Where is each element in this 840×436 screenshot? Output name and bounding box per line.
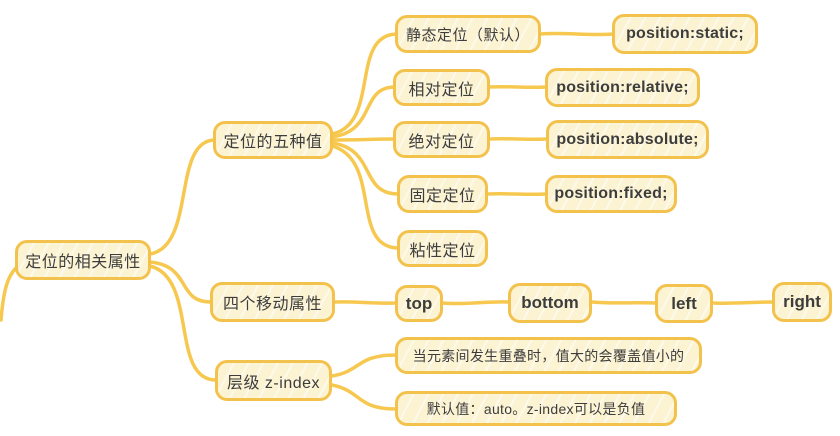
node-z-index-default-note[interactable]: 默认值：auto。z-index可以是负值 xyxy=(395,391,677,426)
connector xyxy=(590,300,658,305)
connector xyxy=(330,85,396,139)
node-positioning-properties[interactable]: 定位的相关属性 xyxy=(15,240,151,280)
connector xyxy=(330,141,400,196)
connector xyxy=(330,144,400,250)
node-four-offset-properties[interactable]: 四个移动属性 xyxy=(210,282,335,322)
connector xyxy=(488,136,549,142)
node-code-position-static[interactable]: position:static; xyxy=(612,14,758,54)
node-static-positioning[interactable]: 静态定位（默认） xyxy=(395,15,541,53)
node-z-index-overlap-note[interactable]: 当元素间发生重叠时，值大的会覆盖值小的 xyxy=(395,337,702,374)
connector xyxy=(486,191,548,197)
connector xyxy=(330,383,398,411)
node-right[interactable]: right xyxy=(772,282,832,322)
node-five-position-values[interactable]: 定位的五种值 xyxy=(213,121,333,159)
connector xyxy=(148,138,216,256)
node-z-index[interactable]: 层级 z-index xyxy=(215,360,332,401)
node-fixed-positioning[interactable]: 固定定位 xyxy=(397,175,488,213)
node-left[interactable]: left xyxy=(655,284,713,323)
connector xyxy=(441,300,511,306)
node-code-position-absolute[interactable]: position:absolute; xyxy=(546,120,709,159)
node-sticky-positioning[interactable]: 粘性定位 xyxy=(397,230,488,267)
connector xyxy=(148,260,213,304)
connector xyxy=(711,300,775,306)
connector xyxy=(148,264,218,382)
connector xyxy=(330,353,398,378)
connector xyxy=(330,32,398,136)
node-relative-positioning[interactable]: 相对定位 xyxy=(393,69,490,106)
node-top[interactable]: top xyxy=(395,285,443,322)
connector xyxy=(330,137,396,142)
connector xyxy=(333,300,398,305)
node-bottom[interactable]: bottom xyxy=(508,283,592,323)
node-absolute-positioning[interactable]: 绝对定位 xyxy=(393,121,490,158)
node-code-position-fixed[interactable]: position:fixed; xyxy=(545,175,677,213)
node-code-position-relative[interactable]: position:relative; xyxy=(545,68,700,107)
connector xyxy=(488,84,548,90)
connector xyxy=(539,31,615,37)
connector xyxy=(0,266,18,322)
